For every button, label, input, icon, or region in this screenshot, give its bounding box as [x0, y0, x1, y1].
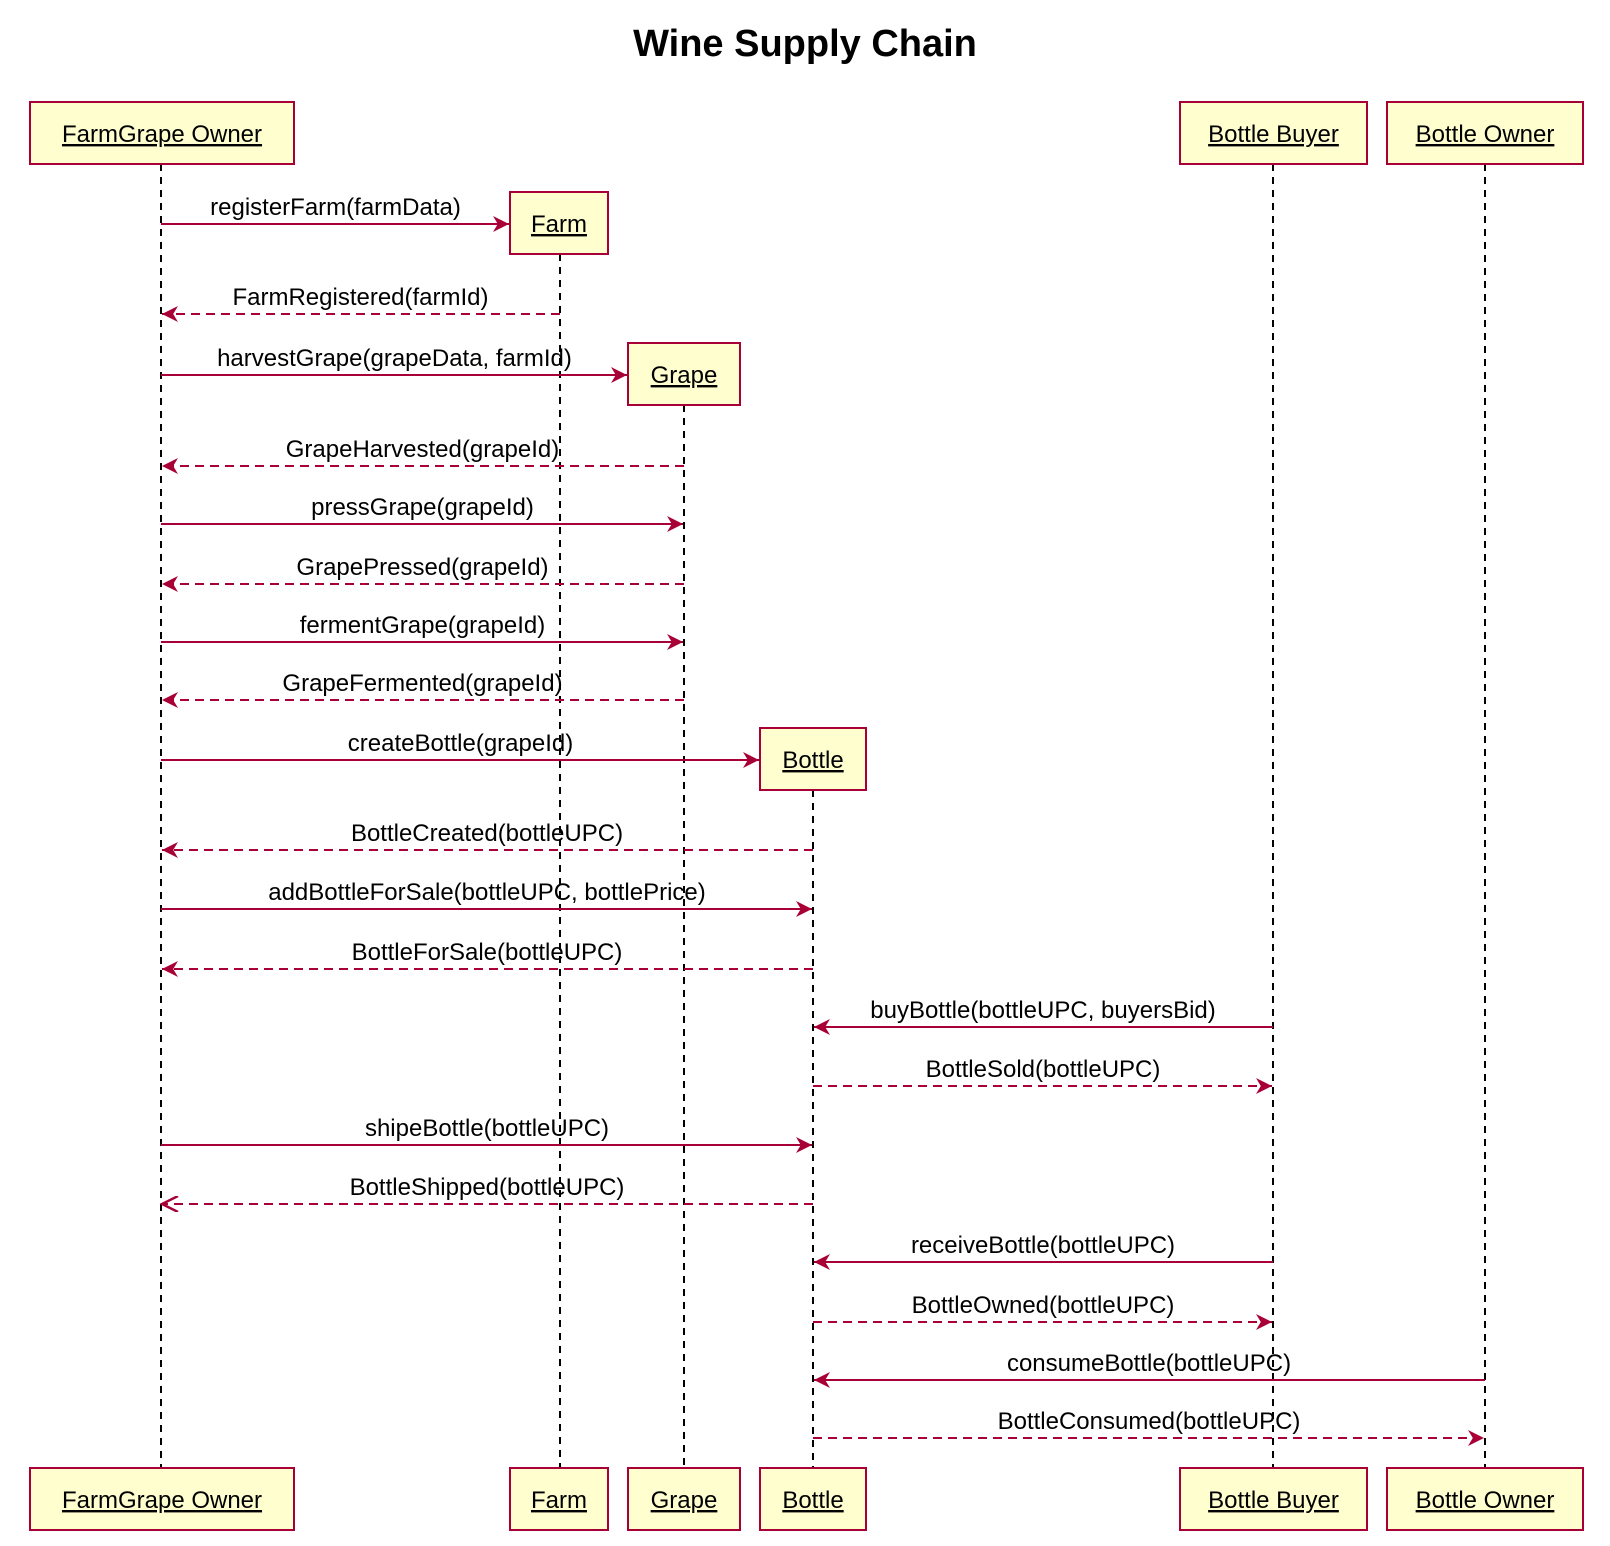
- message-label: fermentGrape(grapeId): [300, 612, 545, 639]
- participant-box: [1386, 101, 1584, 165]
- message-18: BottleOwned(bottleUPC): [813, 1292, 1272, 1330]
- message-3: harvestGrape(grapeData, farmId): [161, 345, 627, 383]
- participant-label: Grape: [651, 1487, 718, 1514]
- participant-bottle-foot: Bottle: [759, 1467, 867, 1531]
- message-label: consumeBottle(bottleUPC): [1007, 1350, 1291, 1377]
- diagram-title: Wine Supply Chain: [633, 23, 977, 65]
- message-label: pressGrape(grapeId): [311, 494, 534, 521]
- message-16: BottleShipped(bottleUPC): [162, 1174, 813, 1204]
- participant-label: Grape: [651, 362, 718, 389]
- message-label: addBottleForSale(bottleUPC, bottlePrice): [268, 879, 706, 906]
- participant-label: Bottle Owner: [1416, 121, 1555, 148]
- message-5: pressGrape(grapeId): [161, 494, 683, 532]
- message-label: createBottle(grapeId): [348, 730, 573, 757]
- message-label: GrapePressed(grapeId): [296, 554, 548, 581]
- message-9: createBottle(grapeId): [161, 730, 759, 768]
- participant-farmgrape-owner-head: FarmGrape Owner: [29, 101, 295, 165]
- message-label: registerFarm(farmData): [210, 194, 461, 221]
- participant-label: Bottle Buyer: [1208, 1487, 1339, 1514]
- message-label: receiveBottle(bottleUPC): [911, 1232, 1175, 1259]
- message-label: GrapeHarvested(grapeId): [286, 436, 559, 463]
- participant-box: [627, 342, 741, 406]
- message-11: addBottleForSale(bottleUPC, bottlePrice): [161, 879, 812, 917]
- message-label: harvestGrape(grapeData, farmId): [217, 345, 572, 372]
- message-13: buyBottle(bottleUPC, buyersBid): [814, 997, 1273, 1035]
- participant-farmgrape-owner-foot: FarmGrape Owner: [29, 1467, 295, 1531]
- participant-box: [759, 727, 867, 791]
- messages: registerFarm(farmData) FarmRegistered(far…: [161, 194, 1485, 1446]
- participant-box: [627, 1467, 741, 1531]
- message-1: registerFarm(farmData): [161, 194, 509, 232]
- participant-label: FarmGrape Owner: [62, 1487, 262, 1514]
- participant-farm-foot: Farm: [509, 1467, 609, 1531]
- participant-label: Farm: [531, 1487, 587, 1514]
- message-15: shipeBottle(bottleUPC): [161, 1115, 812, 1153]
- participant-box: [759, 1467, 867, 1531]
- message-label: BottleCreated(bottleUPC): [351, 820, 623, 847]
- message-label: BottleForSale(bottleUPC): [352, 939, 623, 966]
- participant-box: [1386, 1467, 1584, 1531]
- message-8: GrapeFermented(grapeId): [162, 670, 684, 708]
- participant-label: Bottle: [782, 1487, 843, 1514]
- participant-box: [509, 191, 609, 255]
- participant-bottle-owner-foot: Bottle Owner: [1386, 1467, 1584, 1531]
- participant-box: [29, 1467, 295, 1531]
- participant-bottle-head: Bottle: [759, 727, 867, 791]
- participant-bottle-owner-head: Bottle Owner: [1386, 101, 1584, 165]
- message-19: consumeBottle(bottleUPC): [814, 1350, 1485, 1388]
- message-label: BottleOwned(bottleUPC): [912, 1292, 1175, 1319]
- message-6: GrapePressed(grapeId): [162, 554, 684, 592]
- participant-label: Bottle Owner: [1416, 1487, 1555, 1514]
- participant-box: [509, 1467, 609, 1531]
- message-12: BottleForSale(bottleUPC): [162, 939, 813, 977]
- message-label: BottleSold(bottleUPC): [926, 1056, 1161, 1083]
- message-label: shipeBottle(bottleUPC): [365, 1115, 609, 1142]
- message-label: BottleShipped(bottleUPC): [350, 1174, 625, 1201]
- participant-label: Farm: [531, 211, 587, 238]
- participant-box: [1179, 1467, 1368, 1531]
- message-4: GrapeHarvested(grapeId): [162, 436, 684, 474]
- lifelines: [160, 164, 1486, 1468]
- participant-box: [29, 101, 295, 165]
- participant-bottle-buyer-foot: Bottle Buyer: [1179, 1467, 1368, 1531]
- participant-box: [1179, 101, 1368, 165]
- message-7: fermentGrape(grapeId): [161, 612, 683, 650]
- message-17: receiveBottle(bottleUPC): [814, 1232, 1273, 1270]
- message-20: BottleConsumed(bottleUPC): [813, 1408, 1484, 1446]
- message-label: GrapeFermented(grapeId): [282, 670, 562, 697]
- message-10: BottleCreated(bottleUPC): [162, 820, 813, 858]
- participant-label: FarmGrape Owner: [62, 121, 262, 148]
- participant-bottle-buyer-head: Bottle Buyer: [1179, 101, 1368, 165]
- message-label: BottleConsumed(bottleUPC): [998, 1408, 1301, 1435]
- participant-grape-foot: Grape: [627, 1467, 741, 1531]
- participant-farm-head: Farm: [509, 191, 609, 255]
- participant-label: Bottle Buyer: [1208, 121, 1339, 148]
- message-label: buyBottle(bottleUPC, buyersBid): [870, 997, 1216, 1024]
- participant-grape-head: Grape: [627, 342, 741, 406]
- message-2: FarmRegistered(farmId): [162, 284, 560, 322]
- message-14: BottleSold(bottleUPC): [813, 1056, 1272, 1094]
- participant-label: Bottle: [782, 747, 843, 774]
- message-label: FarmRegistered(farmId): [232, 284, 488, 311]
